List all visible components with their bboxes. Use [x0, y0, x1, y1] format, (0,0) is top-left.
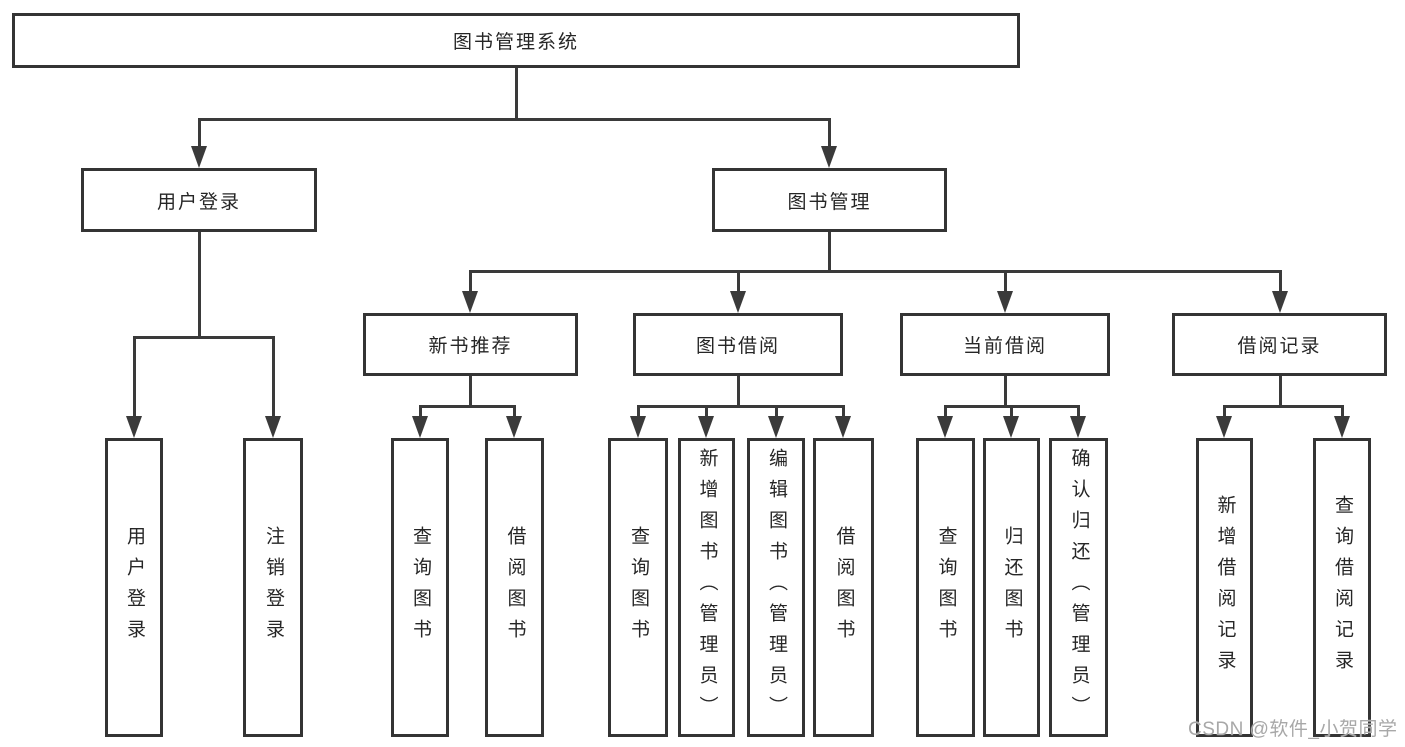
node-label: 新书推荐	[428, 336, 513, 357]
leaf-logout: 注销登录	[243, 438, 303, 737]
arrow-down-icon	[265, 416, 281, 438]
node-current-borrowing: 当前借阅	[900, 313, 1110, 376]
leaf-label: 归还图书	[1001, 525, 1023, 650]
connector-line	[1223, 405, 1226, 416]
leaf-return-books: 归还图书	[983, 438, 1040, 737]
leaf-borrow-books: 借阅图书	[813, 438, 874, 737]
node-book-management: 图书管理	[712, 168, 947, 232]
connector-line	[1077, 405, 1080, 416]
node-label: 图书管理系统	[452, 32, 579, 53]
connector-line	[513, 405, 516, 416]
leaf-user-login: 用户登录	[105, 438, 163, 737]
leaf-label: 查询借阅记录	[1331, 494, 1353, 681]
leaf-add-books-admin: 新增图书（管理员）	[678, 438, 735, 737]
connector-line	[1004, 270, 1007, 291]
node-library-management-system: 图书管理系统	[12, 13, 1020, 68]
connector-line	[419, 405, 515, 408]
node-label: 图书管理	[787, 191, 872, 213]
connector-line	[1223, 405, 1343, 408]
leaf-label: 用户登录	[123, 525, 145, 650]
arrow-down-icon	[821, 146, 837, 168]
leaf-edit-books-admin: 编辑图书（管理员）	[747, 438, 805, 737]
leaf-label: 借阅图书	[504, 525, 526, 650]
leaf-label: 新增图书（管理员）	[696, 448, 718, 727]
leaf-query-books-borrowing: 查询图书	[608, 438, 668, 737]
connector-line	[133, 336, 136, 416]
leaf-add-borrow-record: 新增借阅记录	[1196, 438, 1253, 737]
connector-line	[737, 270, 740, 291]
connector-line	[1341, 405, 1344, 416]
arrow-down-icon	[462, 291, 478, 313]
arrow-down-icon	[1334, 416, 1350, 438]
node-user-login: 用户登录	[81, 168, 317, 232]
connector-line	[469, 270, 472, 291]
node-new-book-recommendation: 新书推荐	[363, 313, 578, 376]
connector-line	[198, 118, 201, 146]
connector-line	[1010, 405, 1013, 416]
leaf-label: 编辑图书（管理员）	[765, 448, 787, 727]
connector-line	[1279, 270, 1282, 291]
leaf-label: 借阅图书	[833, 525, 855, 650]
connector-line	[419, 405, 422, 416]
arrow-down-icon	[997, 291, 1013, 313]
arrow-down-icon	[1003, 416, 1019, 438]
watermark: CSDN @软件_小贺同学	[1188, 719, 1398, 740]
node-book-borrowing: 图书借阅	[633, 313, 843, 376]
connector-line	[515, 68, 518, 118]
arrow-down-icon	[126, 416, 142, 438]
connector-line	[637, 405, 640, 416]
arrow-down-icon	[1272, 291, 1288, 313]
leaf-label: 查询图书	[627, 525, 649, 650]
leaf-label: 新增借阅记录	[1214, 494, 1236, 681]
leaf-query-borrow-record: 查询借阅记录	[1313, 438, 1371, 737]
arrow-down-icon	[191, 146, 207, 168]
arrow-down-icon	[1070, 416, 1086, 438]
connector-line	[775, 405, 778, 416]
connector-line	[944, 405, 947, 416]
arrow-down-icon	[506, 416, 522, 438]
connector-line	[1279, 376, 1282, 405]
connector-line	[637, 405, 844, 408]
connector-line	[1004, 376, 1007, 405]
leaf-label: 注销登录	[262, 525, 284, 650]
connector-line	[469, 376, 472, 405]
leaf-label: 查询图书	[935, 525, 957, 650]
connector-line	[842, 405, 845, 416]
connector-line	[272, 336, 275, 416]
arrow-down-icon	[835, 416, 851, 438]
arrow-down-icon	[1216, 416, 1232, 438]
leaf-label: 查询图书	[409, 525, 431, 650]
arrow-down-icon	[937, 416, 953, 438]
leaf-query-books-recommend: 查询图书	[391, 438, 449, 737]
connector-line	[469, 270, 1281, 273]
arrow-down-icon	[630, 416, 646, 438]
node-borrowing-records: 借阅记录	[1172, 313, 1387, 376]
leaf-confirm-return-admin: 确认归还（管理员）	[1049, 438, 1108, 737]
node-label: 借阅记录	[1237, 336, 1322, 357]
node-label: 当前借阅	[962, 336, 1047, 357]
arrow-down-icon	[730, 291, 746, 313]
arrow-down-icon	[768, 416, 784, 438]
node-label: 用户登录	[156, 191, 241, 213]
arrow-down-icon	[698, 416, 714, 438]
connector-line	[828, 232, 831, 270]
connector-line	[198, 232, 201, 336]
leaf-query-books-current: 查询图书	[916, 438, 975, 737]
connector-line	[198, 118, 830, 121]
connector-line	[737, 376, 740, 405]
leaf-label: 确认归还（管理员）	[1068, 448, 1090, 727]
connector-line	[828, 118, 831, 146]
connector-line	[133, 336, 274, 339]
node-label: 图书借阅	[695, 336, 780, 357]
leaf-borrow-books-recommend: 借阅图书	[485, 438, 544, 737]
connector-line	[705, 405, 708, 416]
arrow-down-icon	[412, 416, 428, 438]
